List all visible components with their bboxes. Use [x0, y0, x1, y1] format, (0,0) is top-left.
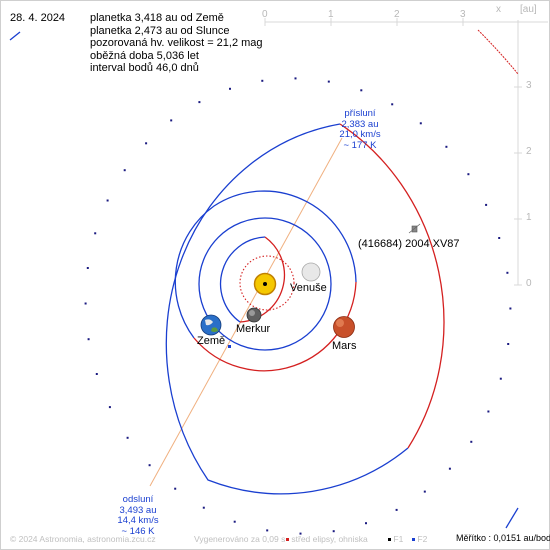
mars-label: Mars — [332, 340, 357, 352]
orbit-point — [148, 464, 151, 467]
orbit-point — [499, 377, 502, 380]
orbit-point — [327, 80, 330, 83]
perihelion-info: přísluní 2,383 au 21,0 km/s ~ 177 K — [330, 108, 390, 151]
asteroid-info: planetka 3,418 au od Země planetka 2,473… — [90, 12, 263, 75]
orbit-point — [365, 522, 367, 525]
venus-orbit-blue — [219, 236, 266, 323]
mercury-orbit — [239, 255, 295, 311]
orbit-point — [95, 373, 98, 375]
orbit-point — [498, 237, 501, 239]
orbit-point — [419, 122, 422, 125]
x-tick-1: 1 — [328, 9, 334, 20]
perihelion-title: přísluní — [344, 108, 376, 119]
x-tick-0: 0 — [262, 9, 268, 20]
apsis-line — [149, 137, 343, 487]
orbit-point — [198, 101, 201, 104]
perihelion-speed: 21,0 km/s — [339, 129, 381, 140]
orbit-point — [448, 467, 451, 470]
orbit-point — [509, 307, 512, 310]
orbit-point — [506, 271, 509, 274]
orbit-point — [467, 173, 470, 176]
aphelion-temp: ~ 146 K — [121, 525, 155, 537]
perihelion-temp: ~ 177 K — [343, 139, 377, 151]
orbit-point — [84, 302, 87, 305]
y-tick-1: 1 — [526, 212, 532, 223]
orbit-point — [266, 529, 269, 532]
legend-center: střed elipsy, ohniska — [286, 534, 368, 544]
info-line-period: oběžná doba 5,036 let — [90, 49, 199, 62]
corner-blue-mark — [505, 507, 519, 529]
mars-icon — [333, 316, 355, 338]
info-line-earth-distance: planetka 3,418 au od Země — [90, 12, 224, 24]
orbit-point — [360, 89, 363, 92]
orbit-point — [87, 338, 90, 341]
orbit-point — [106, 199, 109, 202]
orbit-point — [299, 532, 302, 535]
asteroid-orbit-blue — [165, 123, 409, 495]
legend-f2: F2 — [412, 534, 427, 544]
date-label: 28. 4. 2024 — [10, 12, 66, 24]
earth-orbit — [198, 217, 332, 351]
orbit-point — [395, 508, 398, 511]
perihelion-distance: 2,383 au — [341, 118, 379, 130]
legend-center-label: střed elipsy, ohniska — [291, 534, 368, 544]
axes — [264, 18, 548, 286]
legend-f1-label: F1 — [393, 534, 404, 544]
orbit-point — [94, 232, 97, 235]
aphelion-speed: 14,4 km/s — [117, 515, 159, 526]
asteroid-orbit-red — [339, 123, 445, 449]
scale-label: Měřítko : 0,0151 au/bod — [456, 533, 550, 543]
info-line-magnitude: pozorovaná hv. velikost = 21,2 mag — [90, 37, 263, 49]
orbit-point — [123, 169, 126, 172]
y-tick-2: 2 — [526, 146, 532, 157]
orbit-point — [470, 440, 473, 443]
orbit-point — [108, 406, 111, 409]
orbit-point — [229, 87, 231, 90]
legend-f2-label: F2 — [417, 534, 428, 544]
orbit-point — [487, 410, 490, 413]
info-line-interval: interval bodů 46,0 dnů — [90, 62, 199, 74]
orbit-point — [423, 490, 426, 493]
asteroid-label: (416684) 2004 XV87 — [358, 238, 460, 250]
y-tick-3: 3 — [526, 80, 532, 91]
f2-focus-marker — [228, 345, 231, 348]
orbit-point — [445, 145, 448, 148]
aphelion-title: odsluní — [122, 494, 154, 505]
x-axis-label: x — [496, 4, 501, 15]
orbit-point — [86, 267, 89, 269]
corner-red-arc — [477, 29, 519, 75]
venus-label: Venuše — [290, 282, 327, 294]
venus-icon — [301, 262, 321, 282]
orbit-point — [391, 103, 394, 106]
mars-orbit-blue — [174, 190, 357, 339]
north-indicator — [9, 31, 21, 41]
orbit-point-markers — [84, 77, 512, 535]
orbit-point — [126, 436, 129, 439]
mercury-label: Merkur — [236, 323, 271, 335]
orbit-point — [145, 142, 148, 145]
orbit-point — [202, 506, 205, 509]
orbit-point — [233, 520, 236, 523]
copyright-link[interactable]: © 2024 Astronomia, astronomia.zcu.cz — [10, 534, 156, 544]
aphelion-info: odsluní 3,493 au 14,4 km/s ~ 146 K — [108, 494, 168, 537]
y-tick-0: 0 — [526, 278, 532, 289]
info-line-sun-distance: planetka 2,473 au od Slunce — [90, 24, 230, 37]
aphelion-distance: 3,493 au — [119, 504, 157, 516]
x-tick-3: 3 — [460, 9, 466, 20]
legend-f1: F1 — [388, 534, 403, 544]
orbit-point — [261, 79, 264, 82]
earth-icon — [200, 314, 222, 336]
unit-label: [au] — [520, 4, 537, 15]
generation-time: Vygenerováno za 0,09 s — [194, 534, 286, 544]
orbit-point — [332, 530, 335, 533]
orbit-point — [170, 119, 173, 122]
orbit-point — [485, 203, 488, 206]
earth-label: Země — [197, 335, 226, 347]
orbit-point — [294, 77, 297, 80]
orbit-point — [174, 487, 177, 490]
orbit-point — [507, 343, 510, 345]
x-tick-2: 2 — [394, 9, 400, 20]
mars-orbit-red — [193, 281, 357, 372]
